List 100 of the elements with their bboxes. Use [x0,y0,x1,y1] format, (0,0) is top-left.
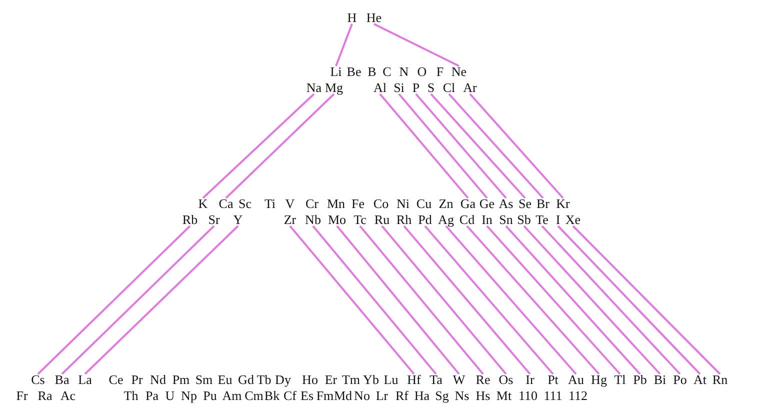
element-symbol: Am [222,389,242,403]
connector-line [202,93,315,199]
connector-line [430,93,526,199]
element-symbol: Zn [438,197,454,211]
element-symbol: Sr [208,213,220,227]
element-symbol: N [399,65,409,79]
element-symbol: Ca [218,197,234,211]
element-symbol: No [354,389,370,403]
connector-line [335,24,353,66]
element-symbol: Ha [414,389,430,403]
element-symbol: Tb [256,373,272,387]
element-symbol: Ge [479,197,495,211]
element-symbol: Na [306,81,322,95]
element-symbol: Al [374,81,386,95]
element-symbol: V [285,197,295,211]
element-symbol: Ba [54,373,70,387]
element-symbol: Cu [416,197,432,211]
element-symbol: Ga [460,197,476,211]
element-symbol: Er [324,373,338,387]
element-symbol: Lr [376,389,388,403]
element-symbol: Pa [146,389,158,403]
element-symbol: Zr [284,213,296,227]
connector-line [415,93,507,199]
element-symbol: Pu [203,389,217,403]
element-symbol: Au [568,373,584,387]
element-symbol: Pm [172,373,190,387]
element-symbol: Md [334,389,352,403]
element-symbol: At [694,373,706,387]
element-symbol: K [198,197,208,211]
element-symbol: Cd [459,213,475,227]
element-symbol: Mt [496,389,512,403]
element-symbol: Yb [363,373,379,387]
element-symbol: Po [673,373,687,387]
element-symbol: Es [300,389,314,403]
element-symbol: U [165,389,175,403]
element-symbol: Th [124,389,138,403]
element-symbol: Cl [442,81,456,95]
connector-line [359,225,484,375]
element-symbol: Ni [396,197,410,211]
connector-line [541,225,681,375]
connector-line [505,225,641,375]
element-symbol: Re [476,373,490,387]
element-symbol: In [482,213,492,227]
connector-line [398,93,488,199]
element-symbol: 112 [568,389,588,403]
element-symbol: Mg [324,81,344,95]
element-symbol: Cr [306,197,318,211]
element-symbol: Mn [326,197,346,211]
element-symbol: Fe [352,197,364,211]
element-symbol: Ne [451,65,467,79]
element-symbol: Rn [712,373,728,387]
element-symbol: I [556,213,560,227]
element-symbol: Ac [60,389,76,403]
element-symbol: Ho [302,373,318,387]
connector-line [289,225,415,375]
element-symbol: Tl [614,373,626,387]
element-symbol: Tc [354,213,366,227]
element-symbol: Hg [591,373,607,387]
element-symbol: Nb [305,213,321,227]
connector-line [572,225,721,375]
connector-line [424,225,554,375]
element-symbol: As [498,197,514,211]
element-symbol: Kr [556,197,570,211]
element-symbol: F [436,65,444,79]
element-symbol: Xe [565,213,581,227]
element-symbol: Gd [238,373,254,387]
element-symbol: Eu [218,373,232,387]
element-symbol: P [412,81,420,95]
element-symbol: La [78,373,92,387]
connector-line [466,225,600,375]
connector-line [523,225,661,375]
element-symbol: Rh [396,213,412,227]
element-symbol: Fr [16,389,28,403]
element-symbol: Mo [328,213,346,227]
element-symbol: Sm [195,373,213,387]
element-symbol: 110 [518,389,538,403]
element-symbol: Sg [435,389,449,403]
element-symbol: Cm [244,389,264,403]
element-symbol: Pr [131,373,143,387]
element-symbol: W [452,373,466,387]
element-symbol: Rb [182,213,198,227]
connector-line [37,225,191,375]
element-symbol: Hf [407,373,421,387]
element-symbol: Ar [463,81,477,95]
element-symbol: Os [498,373,514,387]
element-symbol: H [347,11,357,25]
element-symbol: Ru [374,213,390,227]
connector-line [486,225,621,375]
element-symbol: Ce [108,373,124,387]
connector-line [469,93,564,199]
element-symbol: S [427,81,435,95]
element-symbol: Hs [476,389,490,403]
connector-line [374,23,460,67]
connector-line [557,225,701,375]
element-symbol: He [366,11,382,25]
element-symbol: Si [394,81,404,95]
element-symbol: Y [233,213,243,227]
element-symbol: Dy [275,373,291,387]
element-symbol: Cf [284,389,296,403]
element-symbol: Tm [342,373,360,387]
